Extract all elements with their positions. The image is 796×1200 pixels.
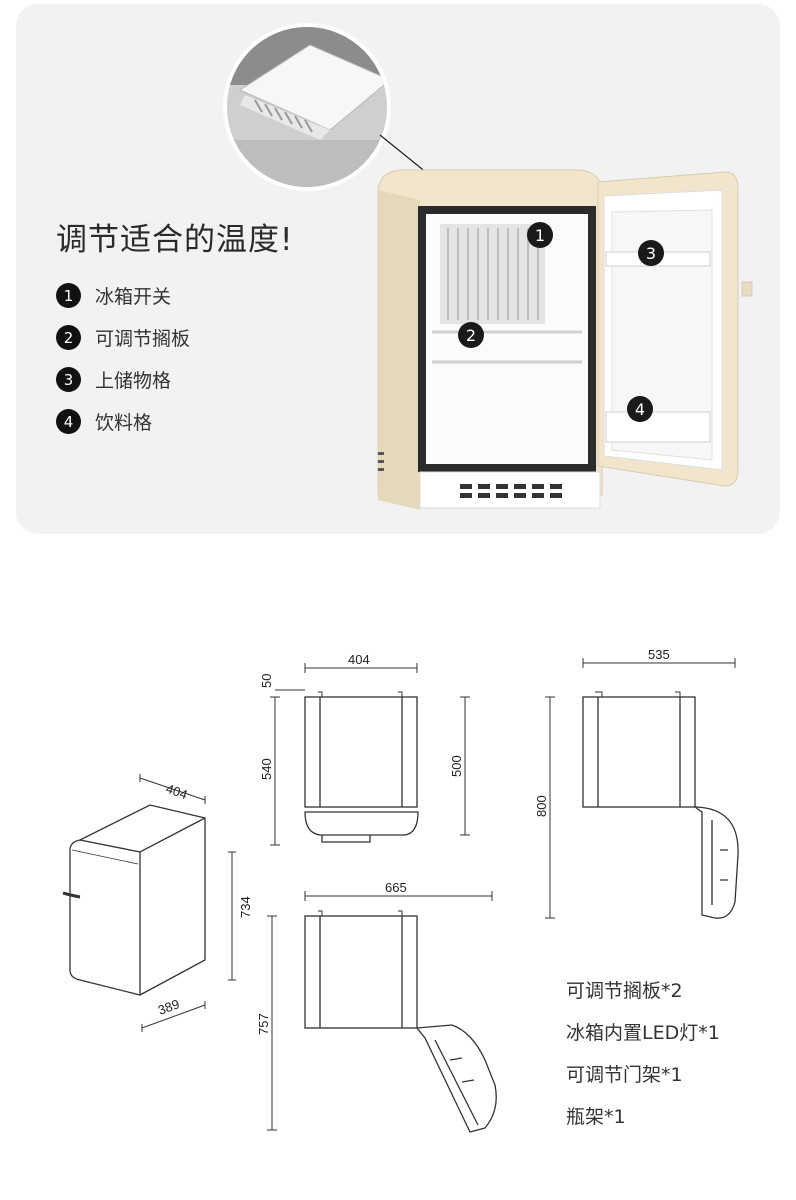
open-depth-label: 665 <box>385 880 407 895</box>
feature-item: 4 饮料格 <box>56 408 152 435</box>
front-body-label: 500 <box>449 755 464 777</box>
spec-item: 可调节门架*1 <box>566 1064 683 1086</box>
headline: 调节适合的温度! <box>56 222 294 258</box>
side-height-label: 800 <box>534 795 549 817</box>
spec-item: 瓶架*1 <box>566 1106 626 1128</box>
callout-badge-drink-rack: 4 <box>627 396 653 422</box>
side-depth-label: 535 <box>648 647 670 662</box>
feature-number-badge: 3 <box>56 367 81 392</box>
front-width-label: 404 <box>348 652 370 667</box>
feature-label: 可调节搁板 <box>95 328 191 350</box>
iso-depth-label: 389 <box>156 996 182 1018</box>
feature-label: 上储物格 <box>95 370 172 392</box>
iso-width-label: 404 <box>164 781 190 803</box>
iso-height-label: 734 <box>238 896 253 918</box>
front-top-label: 50 <box>259 674 274 688</box>
spec-item: 冰箱内置LED灯*1 <box>566 1022 720 1044</box>
feature-item: 2 可调节搁板 <box>56 324 190 351</box>
feature-number-badge: 4 <box>56 409 81 434</box>
front-height-label: 540 <box>259 758 274 780</box>
dimension-drawings <box>62 658 739 1133</box>
feature-number-badge: 1 <box>56 283 81 308</box>
fridge-illustration <box>377 169 753 510</box>
feature-item: 3 上储物格 <box>56 366 171 393</box>
callout-badge-shelf: 2 <box>458 322 484 348</box>
feature-label: 冰箱开关 <box>95 286 172 308</box>
feature-label: 饮料格 <box>95 412 153 434</box>
feature-item: 1 冰箱开关 <box>56 282 171 309</box>
open-height-label: 757 <box>256 1013 271 1035</box>
led-zoom-circle <box>223 23 391 191</box>
callout-badge-upper-storage: 3 <box>638 240 664 266</box>
spec-item: 可调节搁板*2 <box>566 980 683 1002</box>
callout-badge-switch: 1 <box>527 222 553 248</box>
feature-number-badge: 2 <box>56 325 81 350</box>
